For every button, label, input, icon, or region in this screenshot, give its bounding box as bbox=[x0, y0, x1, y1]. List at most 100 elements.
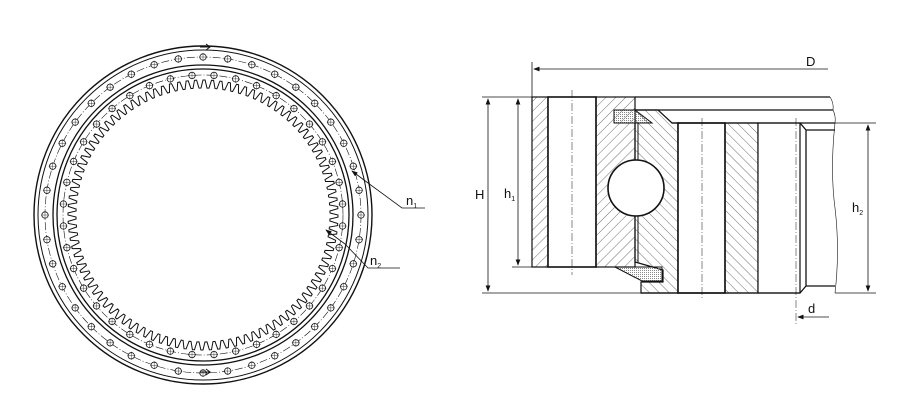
bolt-holes bbox=[41, 53, 365, 377]
bolt-hole-centerline bbox=[62, 243, 71, 252]
bolt-hole-centerline bbox=[223, 54, 232, 63]
bolt-hole-centerline bbox=[166, 347, 175, 356]
bolt-hole-centerline bbox=[108, 104, 117, 113]
bolt-hole-centerline bbox=[71, 118, 80, 127]
n1-label: n1 bbox=[406, 193, 417, 210]
bolt-hole-centerline bbox=[310, 322, 319, 331]
ball bbox=[607, 159, 665, 217]
bolt-hole-centerline bbox=[318, 137, 327, 146]
bolt-hole-centerline bbox=[209, 350, 218, 359]
bolt-hole-centerline bbox=[335, 243, 344, 252]
outer-edge bbox=[33, 45, 373, 385]
bolt-hole-centerline bbox=[231, 347, 240, 356]
bolt-hole-centerline bbox=[106, 83, 115, 92]
bolt-hole-centerline bbox=[59, 200, 68, 209]
bolt-hole-centerline bbox=[106, 338, 115, 347]
bolt-hole-centerline bbox=[58, 282, 67, 291]
bolt-hole-centerline bbox=[125, 91, 134, 100]
bolt-hole-centerline bbox=[108, 317, 117, 326]
bolt-hole-centerline bbox=[62, 178, 71, 187]
top-index-arrow-icon bbox=[200, 43, 211, 51]
dimension-D-label: D bbox=[806, 54, 815, 69]
bolt-hole-centerline bbox=[231, 74, 240, 83]
n2-callout bbox=[325, 229, 400, 269]
dimension-H-label: H bbox=[475, 187, 484, 202]
bolt-hole-centerline bbox=[305, 301, 314, 310]
inner-bolt-circle bbox=[62, 74, 344, 356]
bolt-hole-centerline bbox=[357, 211, 365, 219]
bolt-hole-centerline bbox=[79, 284, 88, 293]
bolt-hole-centerline bbox=[188, 350, 197, 359]
bolt-hole-centerline bbox=[58, 139, 67, 148]
bearing-section-view bbox=[531, 90, 838, 325]
bolt-hole-centerline bbox=[335, 178, 344, 187]
ring-gap-inner bbox=[56, 68, 350, 362]
bolt-hole-centerline bbox=[145, 340, 154, 349]
bolt-hole-centerline bbox=[338, 200, 347, 209]
bolt-hole-centerline bbox=[349, 162, 358, 171]
bolt-hole-centerline bbox=[355, 186, 364, 195]
bolt-hole-centerline bbox=[71, 303, 80, 312]
bolt-hole-centerline bbox=[272, 330, 281, 339]
bolt-hole-centerline bbox=[87, 322, 96, 331]
bolt-hole-centerline bbox=[166, 74, 175, 83]
bolt-hole-centerline bbox=[310, 99, 319, 108]
bolt-hole-centerline bbox=[87, 99, 96, 108]
n2-label: n2 bbox=[370, 253, 381, 270]
bolt-hole-centerline bbox=[305, 120, 314, 129]
bolt-hole-centerline bbox=[199, 369, 207, 377]
bolt-hole-centerline bbox=[339, 282, 348, 291]
bolt-hole-centerline bbox=[48, 162, 57, 171]
outer-edge-inner bbox=[37, 49, 369, 381]
bolt-hole-centerline bbox=[289, 104, 298, 113]
bolt-hole-centerline bbox=[125, 330, 134, 339]
bolt-hole-centerline bbox=[174, 367, 183, 376]
bolt-hole-centerline bbox=[339, 139, 348, 148]
bolt-hole-centerline bbox=[223, 367, 232, 376]
bolt-hole-centerline bbox=[42, 186, 51, 195]
bolt-hole-centerline bbox=[270, 70, 279, 79]
bolt-hole-centerline bbox=[338, 221, 347, 230]
bolt-hole-centerline bbox=[270, 351, 279, 360]
bolt-hole-centerline bbox=[127, 70, 136, 79]
bolt-hole-centerline bbox=[145, 81, 154, 90]
bolt-hole-centerline bbox=[48, 259, 57, 268]
bolt-hole-centerline bbox=[42, 235, 51, 244]
bolt-hole-centerline bbox=[174, 54, 183, 63]
dimension-h1-label: h1 bbox=[504, 186, 515, 203]
bolt-hole-centerline bbox=[92, 301, 101, 310]
bolt-hole-centerline bbox=[188, 71, 197, 80]
bolt-hole-centerline bbox=[69, 157, 78, 166]
bolt-hole-centerline bbox=[92, 120, 101, 129]
gear-teeth bbox=[67, 79, 339, 351]
bolt-hole-centerline bbox=[199, 53, 207, 61]
ring-gap-outer bbox=[52, 64, 354, 366]
bolt-hole-centerline bbox=[79, 137, 88, 146]
bolt-hole-centerline bbox=[291, 338, 300, 347]
dimension-d-label: d bbox=[808, 301, 815, 316]
bolt-hole-centerline bbox=[328, 157, 337, 166]
bolt-hole-centerline bbox=[326, 303, 335, 312]
bolt-hole-centerline bbox=[252, 81, 261, 90]
bolt-hole-centerline bbox=[349, 259, 358, 268]
bolt-hole-centerline bbox=[127, 351, 136, 360]
bolt-hole-centerline bbox=[291, 83, 300, 92]
bolt-hole-centerline bbox=[247, 361, 256, 370]
dimension-h2-label: h2 bbox=[852, 200, 863, 217]
bolt-hole-centerline bbox=[150, 361, 159, 370]
bolt-hole-centerline bbox=[318, 284, 327, 293]
bolt-hole-centerline bbox=[59, 221, 68, 230]
bolt-hole-centerline bbox=[326, 118, 335, 127]
bolt-hole-centerline bbox=[252, 340, 261, 349]
bolt-hole-centerline bbox=[328, 264, 337, 273]
bottom-index-arrow-icon bbox=[200, 368, 211, 376]
bolt-hole-centerline bbox=[355, 235, 364, 244]
bolt-hole-centerline bbox=[209, 71, 218, 80]
dimension-lines bbox=[482, 62, 876, 320]
bolt-hole-centerline bbox=[272, 91, 281, 100]
bolt-hole-centerline bbox=[41, 211, 49, 219]
bearing-plan-view bbox=[33, 45, 373, 385]
n1-callout bbox=[351, 170, 425, 209]
